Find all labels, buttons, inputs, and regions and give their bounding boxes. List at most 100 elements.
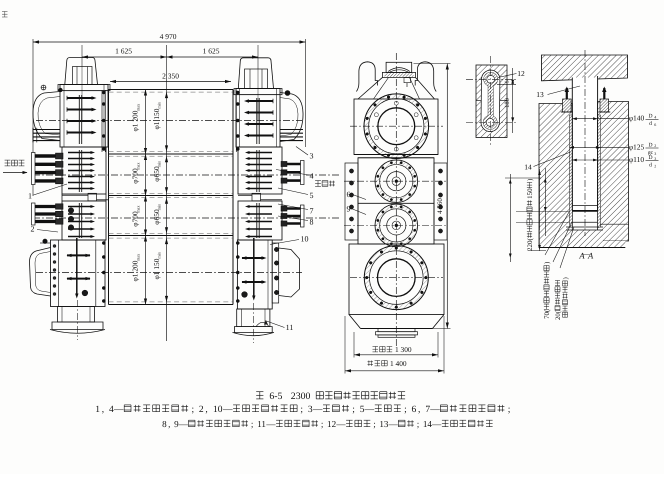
svg-text:;: ; xyxy=(321,419,324,429)
svg-text:gc: gc xyxy=(648,150,654,156)
svg-text:;: ; xyxy=(352,405,355,415)
svg-text:10: 10 xyxy=(301,235,309,244)
svg-text:;: ; xyxy=(373,419,376,429)
svg-text:5: 5 xyxy=(505,80,511,83)
svg-text:1: 1 xyxy=(95,405,100,415)
svg-text:1: 1 xyxy=(28,192,32,201)
svg-text:14: 14 xyxy=(423,419,433,429)
svg-text:;: ; xyxy=(508,405,511,415)
svg-text:D: D xyxy=(648,114,652,120)
svg-text:5: 5 xyxy=(360,405,365,415)
svg-text:8: 8 xyxy=(310,218,314,227)
svg-text:φ700: φ700 xyxy=(131,211,140,227)
svg-text:φ1 150: φ1 150 xyxy=(152,108,161,129)
svg-text:—: — xyxy=(431,419,442,429)
svg-text:4: 4 xyxy=(310,172,314,181)
svg-text:max: max xyxy=(135,253,140,261)
svg-text:11: 11 xyxy=(286,323,294,332)
svg-text:6: 6 xyxy=(412,405,417,415)
svg-text:min: min xyxy=(157,101,162,108)
svg-text:1 300: 1 300 xyxy=(395,345,412,354)
svg-text:4 560: 4 560 xyxy=(436,198,444,214)
svg-text:min: min xyxy=(157,251,162,258)
svg-text:7: 7 xyxy=(310,207,314,216)
svg-text:150: 150 xyxy=(526,188,534,199)
svg-text:9: 9 xyxy=(347,205,351,214)
svg-text:—: — xyxy=(178,419,189,429)
svg-text:12: 12 xyxy=(327,419,337,429)
svg-text:4: 4 xyxy=(654,115,656,120)
svg-text:φ650: φ650 xyxy=(152,166,161,182)
svg-text:13: 13 xyxy=(536,90,544,99)
svg-text:—: — xyxy=(581,250,591,259)
svg-text:20(: 20( xyxy=(555,310,562,320)
svg-text:φ140: φ140 xyxy=(629,114,645,123)
svg-text:3: 3 xyxy=(654,156,656,161)
svg-text:,: , xyxy=(205,405,207,415)
svg-text:d: d xyxy=(649,121,652,127)
svg-text:d: d xyxy=(649,162,652,168)
svg-text:;: ; xyxy=(191,405,194,415)
svg-text:2300: 2300 xyxy=(291,391,311,402)
svg-text:min: min xyxy=(157,203,162,210)
svg-text:A: A xyxy=(578,251,585,261)
svg-text:5: 5 xyxy=(310,191,314,200)
svg-text:2 350: 2 350 xyxy=(162,72,179,81)
svg-text:6: 6 xyxy=(347,190,351,199)
svg-text:max: max xyxy=(135,162,140,170)
svg-text:φ650: φ650 xyxy=(152,209,161,225)
svg-text:3: 3 xyxy=(654,151,656,156)
svg-text:): ) xyxy=(526,178,534,181)
svg-text:12: 12 xyxy=(517,69,525,78)
svg-text:8: 8 xyxy=(162,419,167,429)
svg-text:1 625: 1 625 xyxy=(203,47,220,56)
svg-text:): ) xyxy=(562,277,569,279)
svg-text:—: — xyxy=(312,405,323,415)
svg-text:220(: 220( xyxy=(526,238,534,252)
svg-text:3: 3 xyxy=(310,152,314,161)
svg-text:D: D xyxy=(648,142,652,148)
svg-text:;: ; xyxy=(300,405,303,415)
svg-text:φ125: φ125 xyxy=(629,142,645,151)
svg-text:10: 10 xyxy=(213,405,223,415)
svg-text:—: — xyxy=(388,419,399,429)
svg-text:70(: 70( xyxy=(543,309,551,319)
svg-text:,: , xyxy=(102,405,104,415)
svg-text:—: — xyxy=(429,405,440,415)
svg-text:—: — xyxy=(364,405,375,415)
svg-text:,: , xyxy=(168,419,170,429)
svg-text:11: 11 xyxy=(257,419,266,429)
svg-text:D: D xyxy=(648,155,652,161)
svg-text:2: 2 xyxy=(654,143,656,148)
svg-text:,: , xyxy=(418,405,420,415)
svg-text:6: 6 xyxy=(654,122,656,127)
svg-text:13: 13 xyxy=(379,419,389,429)
svg-text:;: ; xyxy=(404,405,407,415)
svg-text:—: — xyxy=(222,405,233,415)
svg-text:4: 4 xyxy=(109,405,114,415)
svg-text:max: max xyxy=(135,103,140,111)
svg-text:φ1 200: φ1 200 xyxy=(131,110,140,131)
svg-text:—: — xyxy=(113,405,124,415)
svg-text:14: 14 xyxy=(524,163,532,172)
svg-text:φ110: φ110 xyxy=(629,155,645,164)
svg-text:4 970: 4 970 xyxy=(160,32,177,41)
svg-text:—: — xyxy=(265,419,276,429)
svg-text:;: ; xyxy=(251,419,254,429)
svg-text:7: 7 xyxy=(425,405,430,415)
svg-text:max: max xyxy=(135,205,140,213)
svg-text:1 625: 1 625 xyxy=(115,47,132,56)
svg-text:2: 2 xyxy=(31,225,35,234)
svg-text:φ1 150: φ1 150 xyxy=(152,258,161,279)
svg-text:φ700: φ700 xyxy=(131,168,140,184)
svg-text:A: A xyxy=(587,251,594,261)
svg-text:2: 2 xyxy=(199,405,204,415)
svg-text:9: 9 xyxy=(174,419,179,429)
svg-text:2: 2 xyxy=(654,163,656,168)
svg-text:180: 180 xyxy=(504,98,511,108)
svg-text:;: ; xyxy=(417,419,420,429)
svg-text:—: — xyxy=(335,419,346,429)
svg-text:): ) xyxy=(543,261,551,264)
svg-text:φ1 200: φ1 200 xyxy=(131,260,140,281)
svg-text:3: 3 xyxy=(308,405,313,415)
